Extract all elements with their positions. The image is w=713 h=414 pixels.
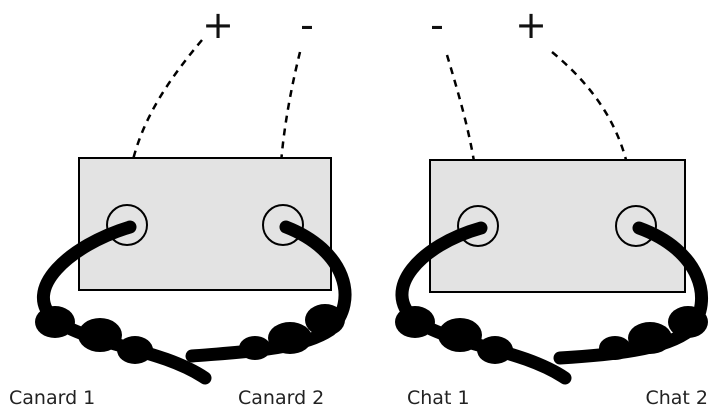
cable-canard-2 [185,220,352,363]
socket-left-1 [106,204,148,246]
cable-canard-1 [35,220,212,385]
label-chat-2: Chat 2 [645,387,708,409]
label-chat-1: Chat 1 [407,387,470,409]
dashed-lead-minus-left [278,51,302,206]
label-canard-1: Canard 1 [9,387,95,409]
cable-chat-1 [395,221,572,385]
left-panel: + - Canard 1 Canard 2 [9,3,352,409]
right-panel: - + Chat 1 Chat 2 [395,3,709,409]
socket-left-2 [262,204,304,246]
socket-right-2 [615,205,657,247]
socket-right-1 [457,205,499,247]
minus-sign-left-panel: - [300,3,314,47]
minus-sign-right-panel: - [430,3,444,47]
plus-sign-left-panel: + [202,3,234,47]
cable-chat-2 [553,221,709,365]
plus-sign-right-panel: + [515,3,547,47]
label-canard-2: Canard 2 [238,387,324,409]
dashed-lead-minus-right [445,54,480,206]
